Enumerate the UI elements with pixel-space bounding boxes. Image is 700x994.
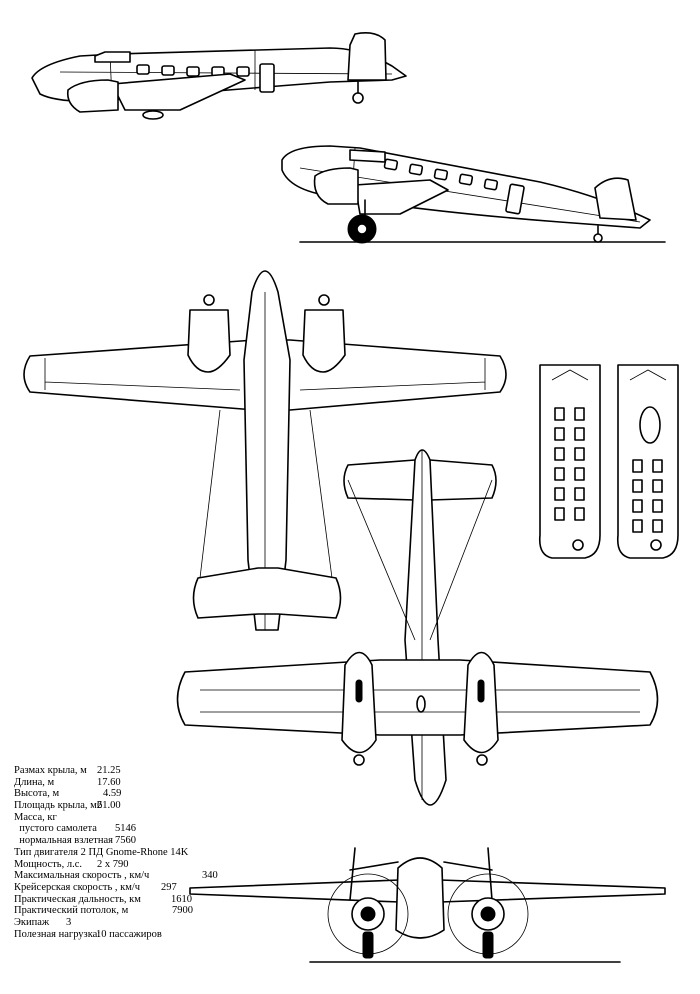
spec-value: 21.25 [97, 765, 121, 776]
spec-row: Полезная нагрузка:10 пассажиров [14, 929, 274, 941]
spec-row: Практический потолок, м 7900 [14, 905, 274, 917]
spec-label: Площадь крыла, м2 [14, 800, 103, 812]
spec-label: Крейсерская скорость , км/ч [14, 881, 141, 893]
spec-value: 340 [202, 870, 218, 882]
spec-label: нормальная взлетная [14, 835, 114, 847]
spec-value: 2 x 790 [97, 858, 129, 870]
spec-row: Тип двигателя 2 ПД Gnome-Rhone 14K [14, 847, 274, 859]
spec-row: Длина, м 17.60 [14, 777, 274, 789]
spec-value: 297 [161, 881, 177, 893]
spec-row: Крейсерская скорость , км/ч 297 [14, 882, 274, 894]
spec-label: Длина, м [14, 776, 55, 788]
spec-label: Экипаж [14, 916, 50, 928]
spec-row: Высота, м 4.59 [14, 788, 274, 800]
spec-label: Тип двигателя 2 ПД Gnome-Rhone 14K [14, 846, 189, 858]
spec-value: 5146 [115, 823, 136, 835]
spec-row: Максимальная скорость , км/ч 340 [14, 870, 274, 882]
spec-label: Полезная нагрузка: [14, 928, 101, 940]
spec-row: Мощность, л.с. 2 x 790 [14, 859, 274, 871]
spec-value: 17.60 [97, 776, 121, 788]
spec-value: 10 пассажиров [96, 928, 162, 940]
side-view-on-ground [281, 145, 666, 244]
spec-label: пустого самолета [14, 823, 97, 835]
spec-value: 4.59 [103, 788, 122, 800]
spec-label: Практическая дальность, км [14, 893, 141, 905]
spec-label: Практический потолок, м [14, 905, 129, 917]
spec-value: 3 [66, 916, 72, 928]
spec-row: Практическая дальность, км 1610 [14, 894, 274, 906]
spec-label: Масса, кг [14, 811, 57, 823]
spec-row: пустого самолета 5146 [14, 823, 274, 835]
spec-label: Высота, м [14, 788, 60, 800]
side-view-in-flight [31, 32, 407, 120]
front-view [189, 847, 666, 963]
spec-label: Максимальная скорость , км/ч [14, 870, 150, 882]
spec-value: 7900 [172, 905, 193, 917]
spec-row: Экипаж 3 [14, 917, 274, 929]
plan-view-bottom [176, 449, 659, 806]
plan-view-top [23, 270, 507, 631]
spec-row: Размах крыла, м 21.25 [14, 765, 274, 777]
spec-value: 1610 [171, 893, 192, 905]
spec-label: Мощность, л.с. [14, 858, 82, 870]
spec-value: 61.00 [97, 800, 121, 812]
cabin-layout-views [538, 364, 679, 559]
spec-row: Масса, кг [14, 812, 274, 824]
spec-label: Размах крыла, м [14, 765, 87, 776]
spec-value: 7560 [115, 835, 136, 847]
